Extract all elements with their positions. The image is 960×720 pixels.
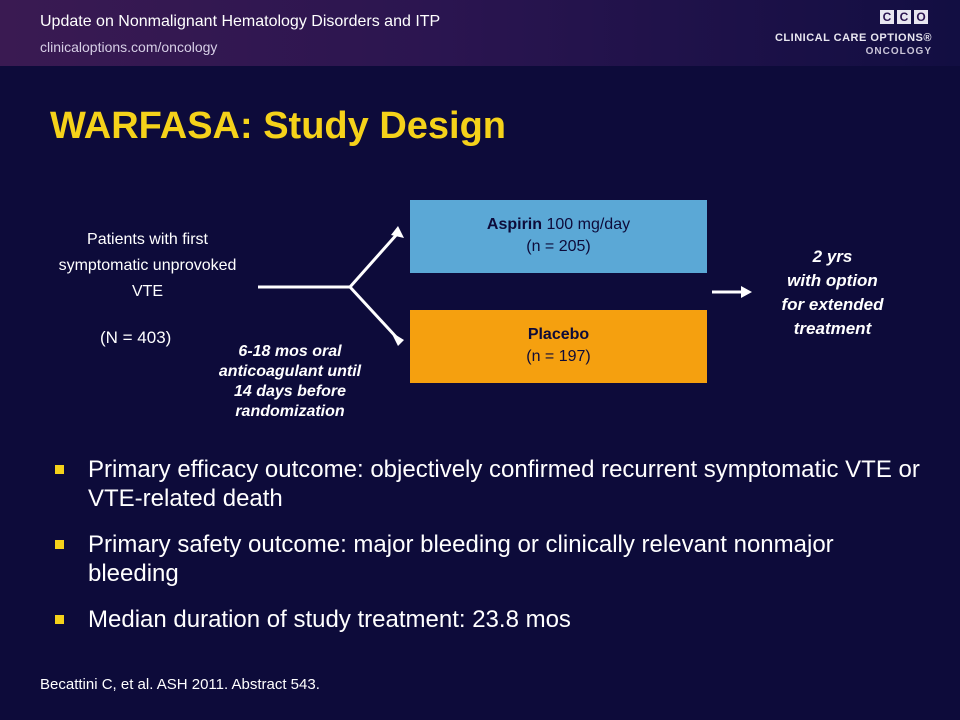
run-in-period: 6-18 mos oral anticoagulant until 14 day… [218, 343, 362, 420]
bullet-square-icon [55, 465, 64, 474]
logo-letter: C [897, 10, 911, 24]
bullet-item: Primary efficacy outcome: objectively co… [50, 455, 920, 513]
logo-subtext: ONCOLOGY [865, 46, 932, 57]
aspirin-dose: 100 mg/day [542, 216, 631, 233]
aspirin-arm-box: Aspirin 100 mg/day (n = 205) [410, 200, 707, 273]
header-title: Update on Nonmalignant Hematology Disord… [40, 13, 441, 30]
aspirin-arm-count: (n = 205) [526, 238, 591, 255]
lower-arrowhead [391, 332, 404, 346]
follow-up-duration: 2 yrs with option for extended treatment [760, 245, 905, 341]
bullet-text: Primary efficacy outcome: objectively co… [88, 456, 920, 512]
bullet-list: Primary efficacy outcome: objectively co… [50, 455, 920, 651]
cco-logo: C C O [880, 10, 928, 24]
placebo-arm-count: (n = 197) [526, 348, 591, 365]
lower-branch-line [348, 285, 400, 341]
slide-title: WARFASA: Study Design [50, 105, 507, 147]
logo-text: CLINICAL CARE OPTIONS® [774, 32, 932, 44]
bullet-square-icon [55, 540, 64, 549]
follow-up-line: treatment [793, 319, 872, 338]
upper-arrowhead [391, 226, 404, 238]
patient-count: (N = 403) [100, 328, 172, 347]
placebo-arm-box: Placebo (n = 197) [410, 310, 707, 383]
placebo-name: Placebo [527, 326, 590, 343]
bullet-text: Median duration of study treatment: 23.8… [88, 606, 571, 633]
logo-letter: O [914, 10, 928, 24]
bullet-text: Primary safety outcome: major bleeding o… [88, 531, 834, 587]
logo-letter: C [880, 10, 894, 24]
placebo-arm-label: Placebo [410, 324, 707, 346]
bullet-item: Median duration of study treatment: 23.8… [50, 605, 920, 634]
aspirin-name: Aspirin [486, 216, 543, 233]
citation: Becattini C, et al. ASH 2011. Abstract 5… [40, 676, 320, 693]
outcome-arrowhead [741, 286, 752, 298]
bullet-square-icon [55, 615, 64, 624]
diagram-connectors [258, 226, 752, 346]
header-url: clinicaloptions.com/oncology [40, 39, 218, 55]
header-bar: Update on Nonmalignant Hematology Disord… [0, 0, 960, 66]
patient-population: Patients with first symptomatic unprovok… [58, 231, 237, 300]
aspirin-arm-label: Aspirin 100 mg/day [410, 214, 707, 236]
study-design-diagram: Patients with first symptomatic unprovok… [0, 190, 960, 440]
bullet-item: Primary safety outcome: major bleeding o… [50, 530, 920, 588]
follow-up-line: for extended [781, 295, 884, 314]
follow-up-line: with option [787, 271, 878, 290]
upper-branch-line [348, 232, 400, 288]
follow-up-line: 2 yrs [812, 247, 853, 266]
